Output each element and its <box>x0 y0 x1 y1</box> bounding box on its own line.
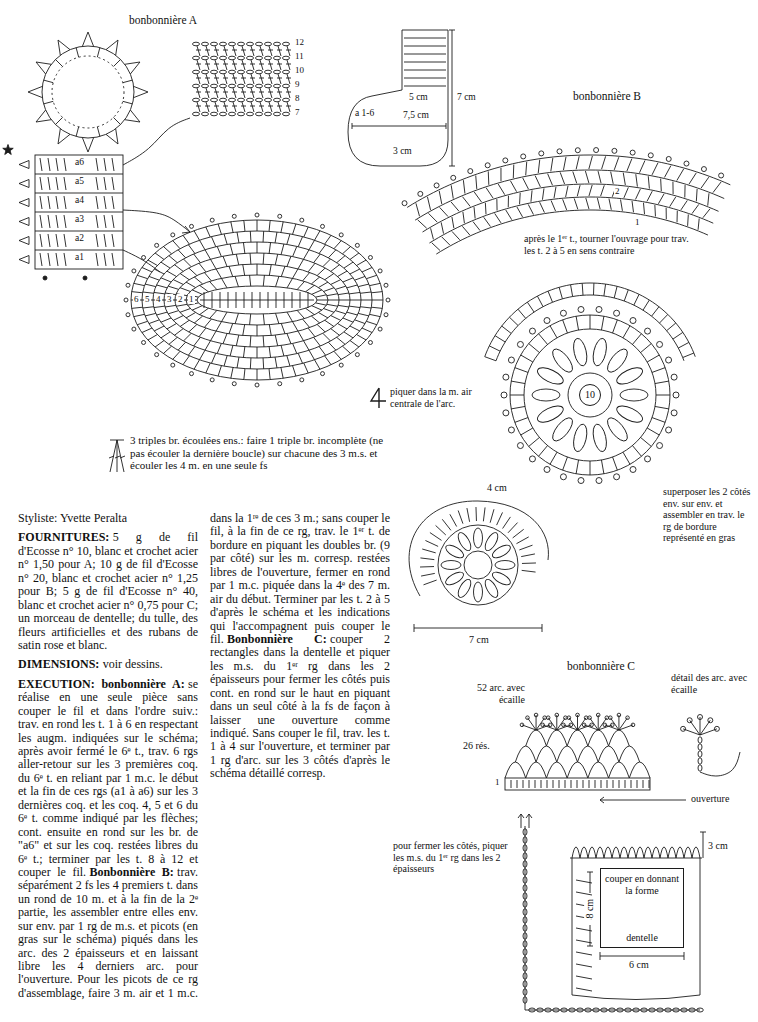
bootee-rows <box>404 38 446 86</box>
legend-text: piquer dans la m. air centrale de l'arc. <box>390 386 472 409</box>
round-number: 3 <box>166 294 173 304</box>
dimension: 7,5 cm <box>402 110 430 121</box>
insert-symbol <box>371 388 386 408</box>
row-number: 1 <box>634 217 641 227</box>
dimension-line <box>587 832 706 960</box>
row-label: a3 <box>74 214 85 225</box>
closing-chain <box>523 826 703 1012</box>
dimension: 3 cm <box>392 146 413 157</box>
paragraph: FOURNITURES:5 g de fil d'Ecosse n° 10, b… <box>18 531 198 652</box>
row-strip <box>193 42 292 116</box>
body-text: se réalise en une seule pièce sans coupe… <box>18 677 198 879</box>
shell-motif <box>420 507 536 605</box>
opening-arrow <box>600 797 686 803</box>
body-text: 5 g de fil d'Ecosse n° 10, blanc et croc… <box>18 530 198 652</box>
dimension: 4 cm <box>486 482 508 494</box>
part-title: bonbonnière C <box>566 660 636 673</box>
section-heading: Bonbonnière B: <box>89 865 173 879</box>
scallop-detail <box>681 715 740 777</box>
dimension-line <box>352 30 455 166</box>
body-text: couper 2 rectangles dans la dentelle et … <box>210 632 390 780</box>
dimension-line <box>414 624 542 632</box>
round-motif <box>485 283 695 484</box>
row-label: a4 <box>74 195 85 206</box>
part-title: bonbonnière A <box>128 14 198 27</box>
oval-chart <box>124 213 390 387</box>
lace-chart <box>505 713 650 790</box>
legend-entry: 3 triples br. écoulées ens.: faire 1 tri… <box>130 434 398 472</box>
paragraph: DIMENSIONS: voir dessins. <box>18 658 198 671</box>
row-label: a6 <box>74 157 85 168</box>
section-heading: EXECUTION: bonbonnière A: <box>18 677 185 691</box>
body-text: voir dessins. <box>103 657 163 671</box>
section-heading: DIMENSIONS: <box>18 657 99 671</box>
round-number: 6 <box>133 294 140 304</box>
row-number: 11 <box>294 51 305 61</box>
paragraph: Styliste: Yvette Peralta <box>18 512 198 525</box>
row-range: a 1-6 <box>354 108 375 119</box>
chart-note: superposer les 2 côtés env. sur env. et … <box>662 486 756 544</box>
dimension: 6 cm <box>628 959 650 971</box>
bootee-sketch <box>348 30 448 166</box>
chart-note: après le 1ᵉʳ t., tourner l'ouvrage pour … <box>523 233 693 256</box>
node-text: couper en donnant la forme <box>605 873 679 896</box>
row-label: a2 <box>74 233 85 244</box>
round-number: 4 <box>155 294 162 304</box>
legend-entry: piquer dans la m. air centrale de l'arc. <box>390 386 490 409</box>
centre-ring: 10 <box>579 384 601 406</box>
node-text: 10 <box>585 389 595 401</box>
dimension: 7 cm <box>456 92 477 103</box>
closing-arrows <box>518 814 532 828</box>
stylist-credit: Styliste: Yvette Peralta <box>18 511 127 525</box>
row-label: a5 <box>74 176 85 187</box>
triple-stitch-symbol <box>109 440 125 472</box>
row-grid <box>3 145 123 281</box>
row-number: 2 <box>614 186 621 196</box>
round-number: 1 <box>188 294 195 304</box>
row-number: 12 <box>294 37 305 47</box>
node-text: dentelle <box>605 932 679 944</box>
instruction-columns: Styliste: Yvette PeraltaFOURNITURES:5 g … <box>18 512 390 1012</box>
lace-piece: couper en donnant la forme dentelle <box>600 868 684 948</box>
row-number: 1 <box>494 777 501 787</box>
row-number: 9 <box>294 79 301 89</box>
section-heading: FOURNITURES: <box>18 530 109 544</box>
row-label: a1 <box>74 252 85 263</box>
dimension: 3 cm <box>707 840 729 852</box>
dimension: 8 cm <box>584 898 596 920</box>
chart-note: 26 rés. <box>462 740 491 752</box>
part-title: bonbonnière B <box>572 90 642 103</box>
section-heading: Bonbonnière C: <box>227 632 327 646</box>
round-chart <box>28 32 148 152</box>
chart-note: 52 arc. avec écaille <box>462 682 526 705</box>
row-number: 7 <box>294 107 301 117</box>
legend-text: 3 triples br. écoulées ens.: faire 1 tri… <box>130 434 383 471</box>
row-number: 8 <box>294 93 301 103</box>
dimension: 7 cm <box>468 634 490 646</box>
chart-note: pour fermer les côtés, piquer les m.s. d… <box>392 840 520 875</box>
round-number: 2 <box>177 294 184 304</box>
round-number: 5 <box>144 294 151 304</box>
row-number: 10 <box>294 65 305 75</box>
lace-frill <box>572 847 700 991</box>
chart-note: détail des arc. avec écaille <box>670 672 754 695</box>
chart-note: ouverture <box>690 793 730 805</box>
dimension: 5 cm <box>408 92 429 103</box>
